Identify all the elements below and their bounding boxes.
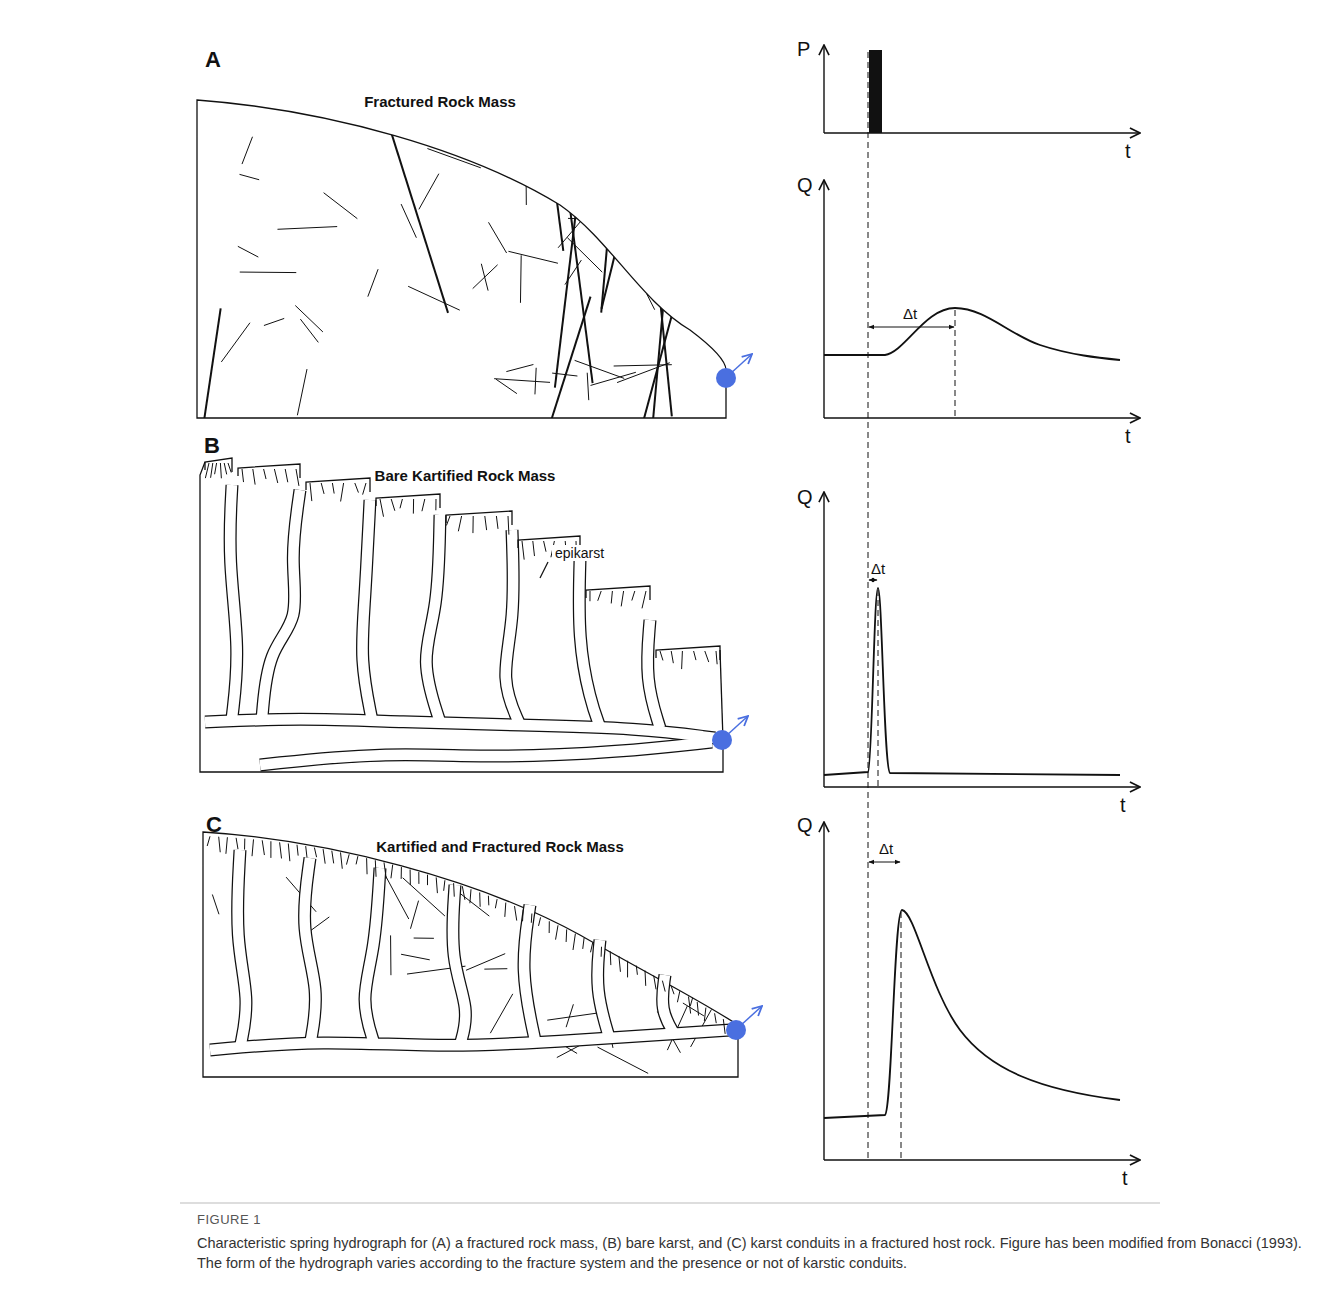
panel-title: Kartified and Fractured Rock Mass	[373, 838, 627, 855]
axis-label: t	[1125, 425, 1131, 448]
panel-letter: A	[205, 47, 221, 72]
spring	[712, 354, 762, 1040]
epikarst-ticks	[207, 836, 725, 1034]
delta-t-label: Δt	[871, 560, 885, 577]
rock-outline	[203, 832, 738, 1077]
axis-label: t	[1125, 140, 1131, 163]
panel-letter: B	[204, 433, 220, 458]
axis-label: Q	[797, 486, 813, 509]
figure-number: FIGURE 1	[197, 1213, 261, 1228]
delta-t-label: Δt	[879, 840, 893, 857]
leader-line	[540, 562, 548, 578]
rock-outline	[200, 462, 723, 772]
hydrograph-axes	[824, 45, 1140, 1160]
panel-title: Fractured Rock Mass	[361, 93, 519, 110]
precipitation-bar	[869, 50, 882, 133]
panel-title: Bare Kartified Rock Mass	[372, 467, 559, 484]
axis-label: Q	[797, 174, 813, 197]
axis-label: P	[797, 38, 810, 61]
callout-label: epikarst	[552, 545, 607, 561]
axis-label: t	[1122, 1167, 1128, 1190]
delta-t-label: Δt	[903, 305, 917, 322]
karst-conduits	[210, 850, 732, 1050]
fractures	[199, 76, 703, 457]
caption-rule	[180, 1203, 1160, 1204]
panel-letter: C	[206, 812, 222, 837]
rock-outline	[197, 100, 726, 418]
karst-conduits	[205, 485, 715, 765]
axis-label: Q	[797, 814, 813, 837]
delta-t-arrow	[869, 327, 954, 862]
hydrograph-curve	[824, 308, 1120, 1118]
epikarst-ticks	[205, 458, 723, 740]
axis-label: t	[1120, 794, 1126, 817]
figure-caption: Characteristic spring hydrograph for (A)…	[197, 1234, 1317, 1273]
dashed-guide	[868, 52, 955, 1160]
